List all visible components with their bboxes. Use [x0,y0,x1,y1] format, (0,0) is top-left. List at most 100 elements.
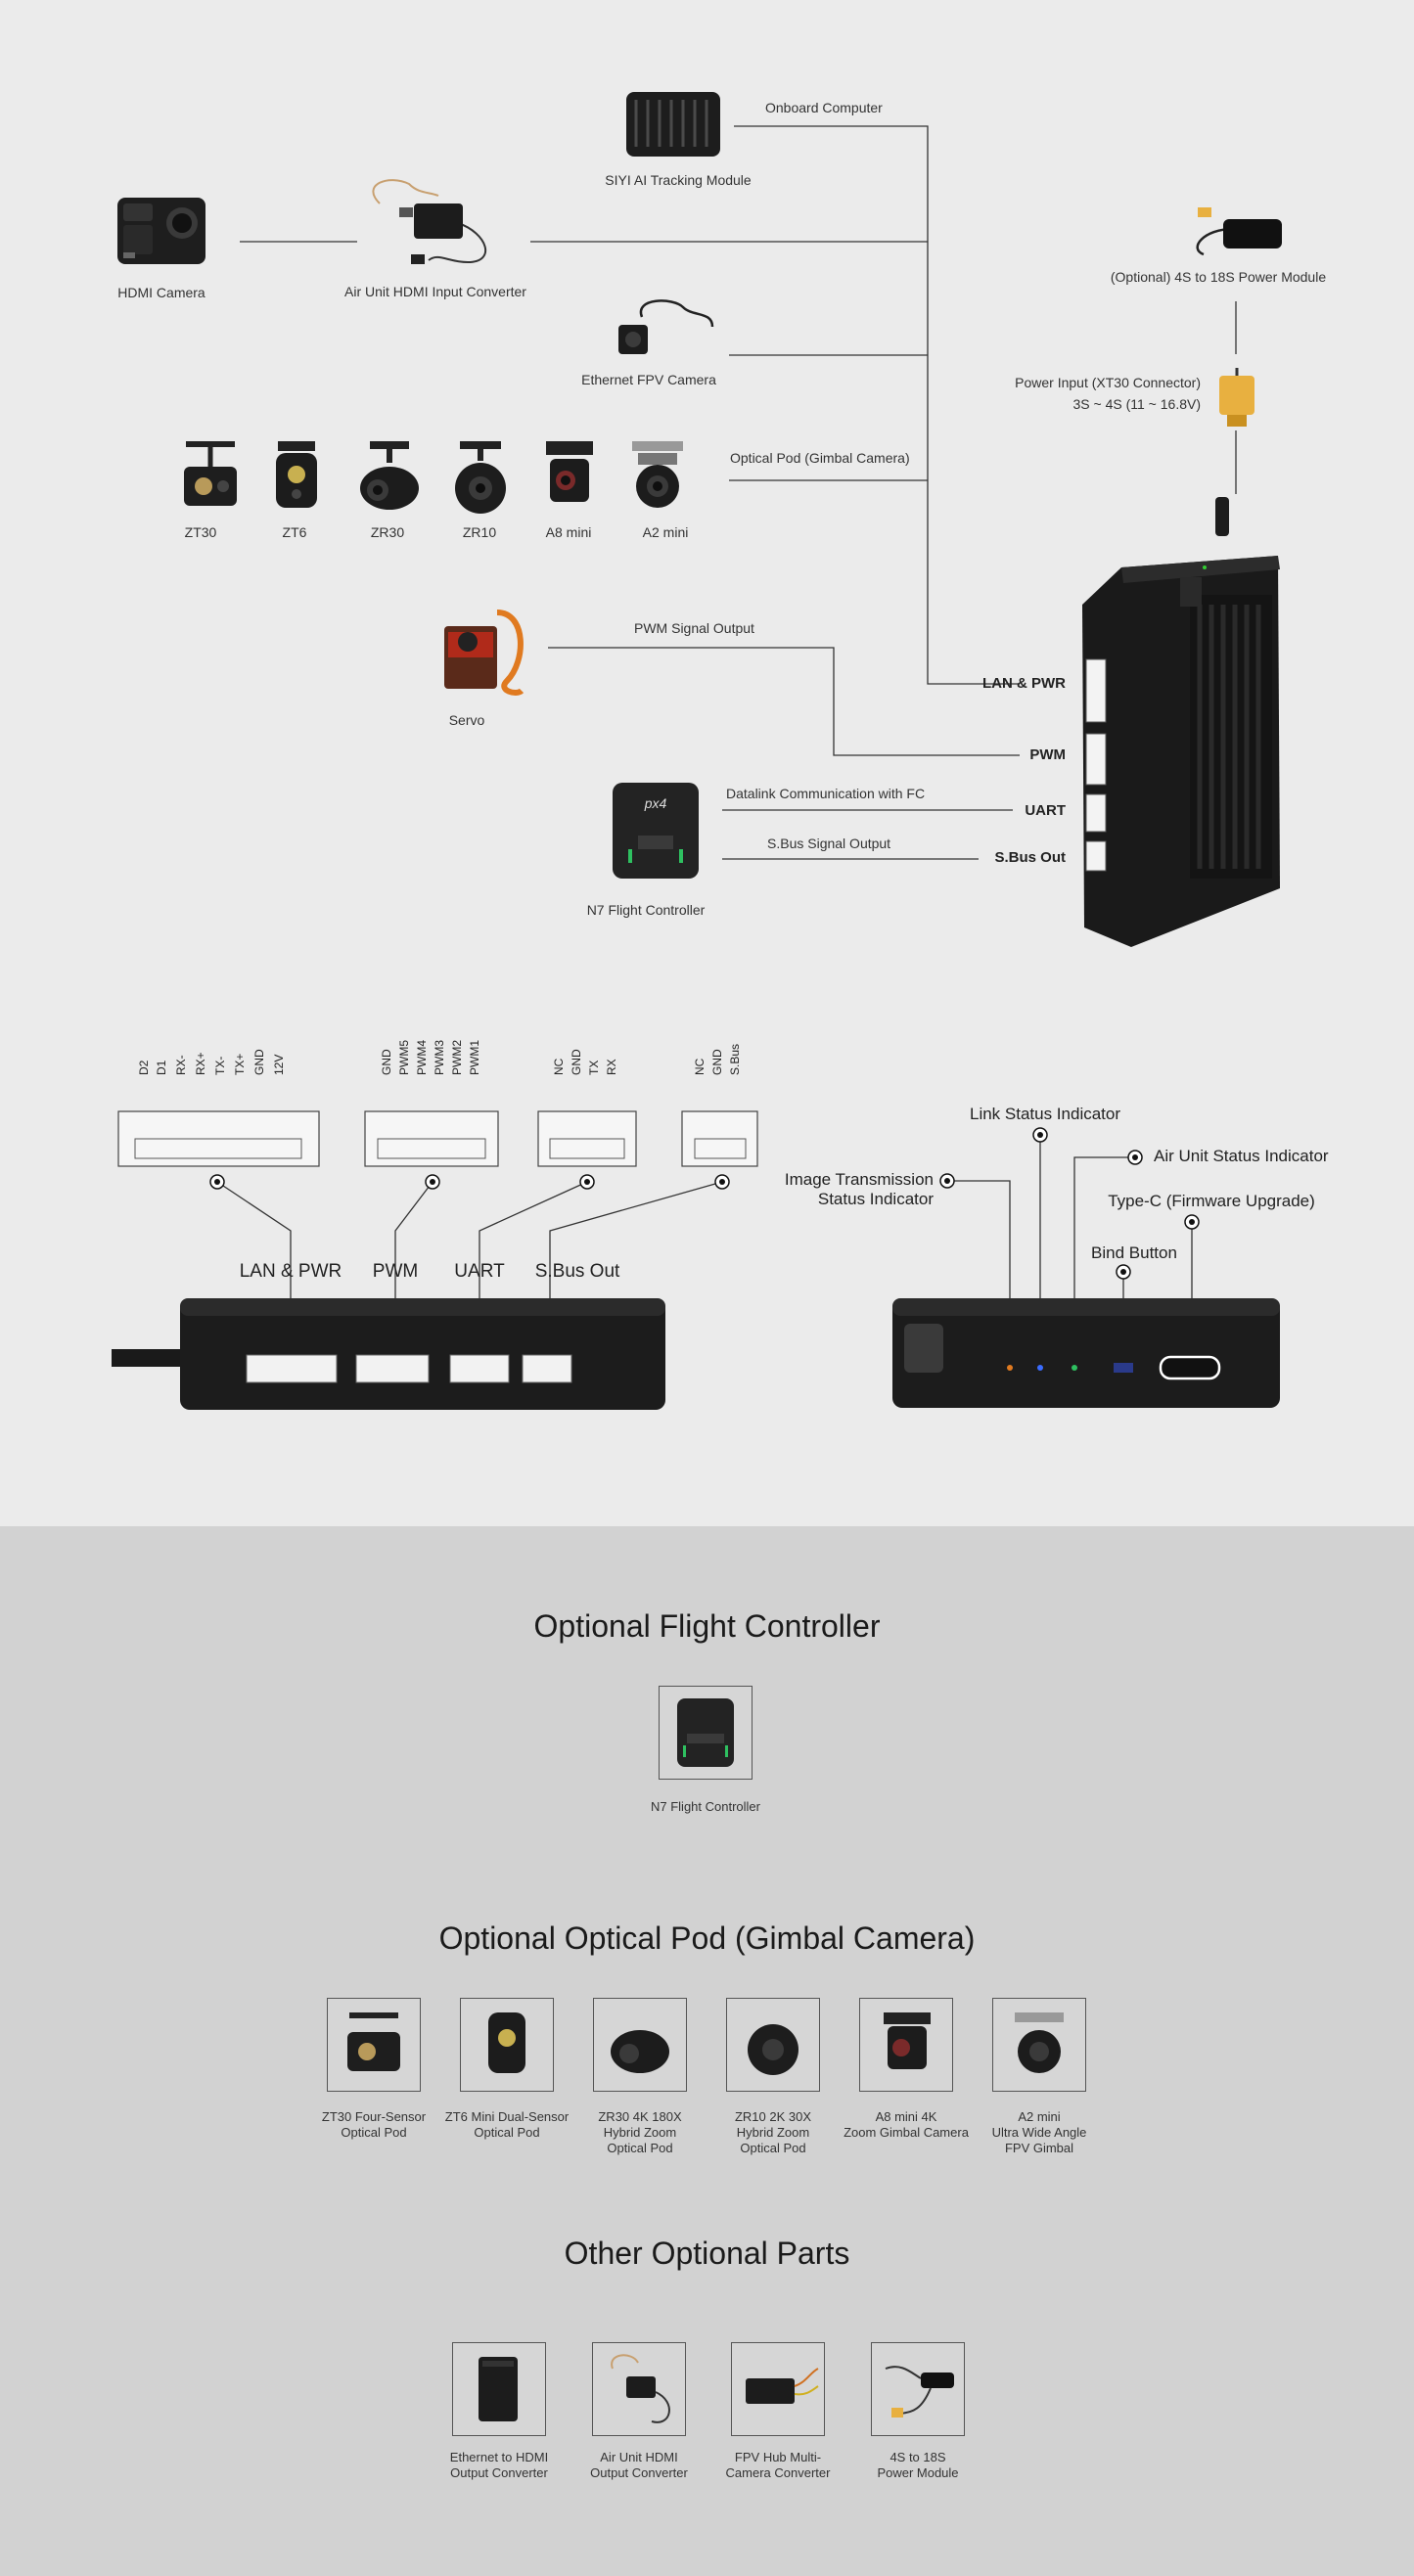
port-label-lan: LAN & PWR [982,675,1066,692]
pwm-output-label: PWM Signal Output [634,620,754,636]
pin-label: PWM1 [468,1040,481,1075]
air-unit-hdmi-converter-icon [611,2354,670,2423]
pod-thumb[interactable] [460,1998,554,2092]
flight-controller-label: N7 Flight Controller [586,902,706,918]
air-unit-side-view-ports [112,1298,665,1410]
pod-thumb[interactable] [593,1998,687,2092]
zr10-thumb-icon [748,2024,798,2075]
pin-label: D1 [155,1060,168,1075]
port-name-lan: LAN & PWR [239,1261,342,1282]
pod-thumb[interactable] [992,1998,1086,2092]
a8mini-pod-image [546,441,593,502]
onboard-computer-label: Onboard Computer [765,100,883,115]
air-unit-converter-image [372,179,487,264]
pin-label: PWM4 [415,1040,429,1075]
air-unit-indicator-label: Air Unit Status Indicator [1154,1147,1329,1165]
bind-button-label: Bind Button [1091,1243,1177,1262]
flight-controller-image: px4 [613,783,699,879]
optional-parts-section: Optional Flight Controller N7 Flight Con… [0,1526,1414,2576]
other-part-thumb[interactable] [731,2342,825,2436]
zr30-pod-image [360,441,419,510]
power-input-label: Power Input (XT30 Connector) [1015,375,1201,390]
pod-label-zr30: ZR30 [370,524,405,540]
pod-caption: A8 mini 4K Zoom Gimbal Camera [844,2109,969,2140]
a2mini-thumb-icon [1015,2012,1064,2073]
air-unit-side-view-indicators [892,1298,1280,1408]
pod-section-title: Optional Optical Pod (Gimbal Camera) [438,1921,976,1956]
pin-label: TX- [213,1056,227,1075]
port-name-sbus: S.Bus Out [534,1261,620,1282]
image-tx-indicator-label-2: Status Indicator [817,1190,934,1208]
power-module-label: (Optional) 4S to 18S Power Module [1110,269,1327,285]
pod-thumb[interactable] [726,1998,820,2092]
datalink-label: Datalink Communication with FC [726,786,926,801]
ethernet-fpv-camera-image [618,299,714,354]
pin-label: NC [693,1058,707,1075]
ethernet-hdmi-converter-icon [479,2357,518,2421]
pod-thumb[interactable] [327,1998,421,2092]
fc-thumb[interactable] [659,1686,753,1780]
port-label-uart: UART [1025,802,1066,819]
pod-caption: A2 mini Ultra Wide Angle FPV Gimbal [991,2109,1087,2155]
servo-image [444,610,525,696]
other-part-thumb[interactable] [592,2342,686,2436]
pin-label: TX [587,1060,601,1075]
pin-label: NC [552,1058,566,1075]
pod-caption: ZT30 Four-Sensor Optical Pod [321,2109,427,2140]
other-part-caption: FPV Hub Multi- Camera Converter [725,2450,831,2480]
optical-pod-label: Optical Pod (Gimbal Camera) [730,450,910,466]
pin-label: PWM5 [397,1040,411,1075]
servo-label: Servo [448,712,485,728]
pod-label-a2mini: A2 mini [642,524,689,540]
a8mini-thumb-icon [884,2012,931,2069]
power-module-thumb-icon [885,2366,954,2418]
hdmi-camera-label: HDMI Camera [117,285,205,300]
pod-caption: ZR10 2K 30X Hybrid Zoom Optical Pod [734,2109,812,2155]
pin-label: RX [605,1059,618,1075]
link-indicator-label: Link Status Indicator [969,1105,1121,1123]
air-unit-converter-label: Air Unit HDMI Input Converter [344,284,526,299]
air-unit-device-image [1082,497,1280,947]
pin-label: GND [710,1049,724,1075]
port-name-pwm: PWM [372,1261,419,1282]
flight-controller-thumb-icon [677,1698,734,1767]
port-label-pwm: PWM [1029,746,1066,763]
ethernet-fpv-camera-label: Ethernet FPV Camera [581,372,716,387]
pin-label: S.Bus [728,1043,742,1075]
fc-caption: N7 Flight Controller [651,1799,760,1814]
image-tx-indicator-label-1: Image Transmission [784,1170,934,1189]
xt30-connector-image [1219,368,1254,427]
svg-text:px4: px4 [644,795,667,811]
other-part-thumb[interactable] [452,2342,546,2436]
zt30-thumb-icon [347,2012,400,2071]
zr30-thumb-icon [611,2030,669,2073]
pin-label: RX+ [194,1052,207,1075]
zr10-pod-image [455,441,506,514]
power-module-image [1196,207,1282,256]
a2mini-pod-image [632,441,683,508]
port-label-sbus: S.Bus Out [994,849,1066,866]
other-part-caption: 4S to 18S Power Module [877,2450,959,2480]
sbus-output-label: S.Bus Signal Output [767,836,891,851]
other-part-caption: Ethernet to HDMI Output Converter [449,2450,549,2480]
typec-label: Type-C (Firmware Upgrade) [1108,1192,1315,1210]
pod-label-zr10: ZR10 [462,524,497,540]
pin-label: 12V [272,1054,286,1075]
pod-caption: ZT6 Mini Dual-Sensor Optical Pod [444,2109,570,2140]
power-voltage-label: 3S ~ 4S (11 ~ 16.8V) [1072,396,1202,412]
other-part-thumb[interactable] [871,2342,965,2436]
pin-label: TX+ [233,1053,247,1075]
port-name-uart: UART [454,1261,505,1282]
pin-label: PWM2 [450,1040,464,1075]
pod-label-zt6: ZT6 [282,524,307,540]
fc-section-title: Optional Flight Controller [533,1608,881,1644]
pod-label-zt30: ZT30 [184,524,217,540]
pod-thumb[interactable] [859,1998,953,2092]
pod-label-a8mini: A8 mini [545,524,592,540]
pin-label: D2 [137,1060,151,1075]
hdmi-camera-image [117,198,205,264]
fpv-hub-converter-icon [746,2368,819,2404]
pin-label: GND [252,1049,266,1075]
ai-tracking-module-label: SIYI AI Tracking Module [605,172,752,188]
other-part-caption: Air Unit HDMI Output Converter [590,2450,688,2480]
